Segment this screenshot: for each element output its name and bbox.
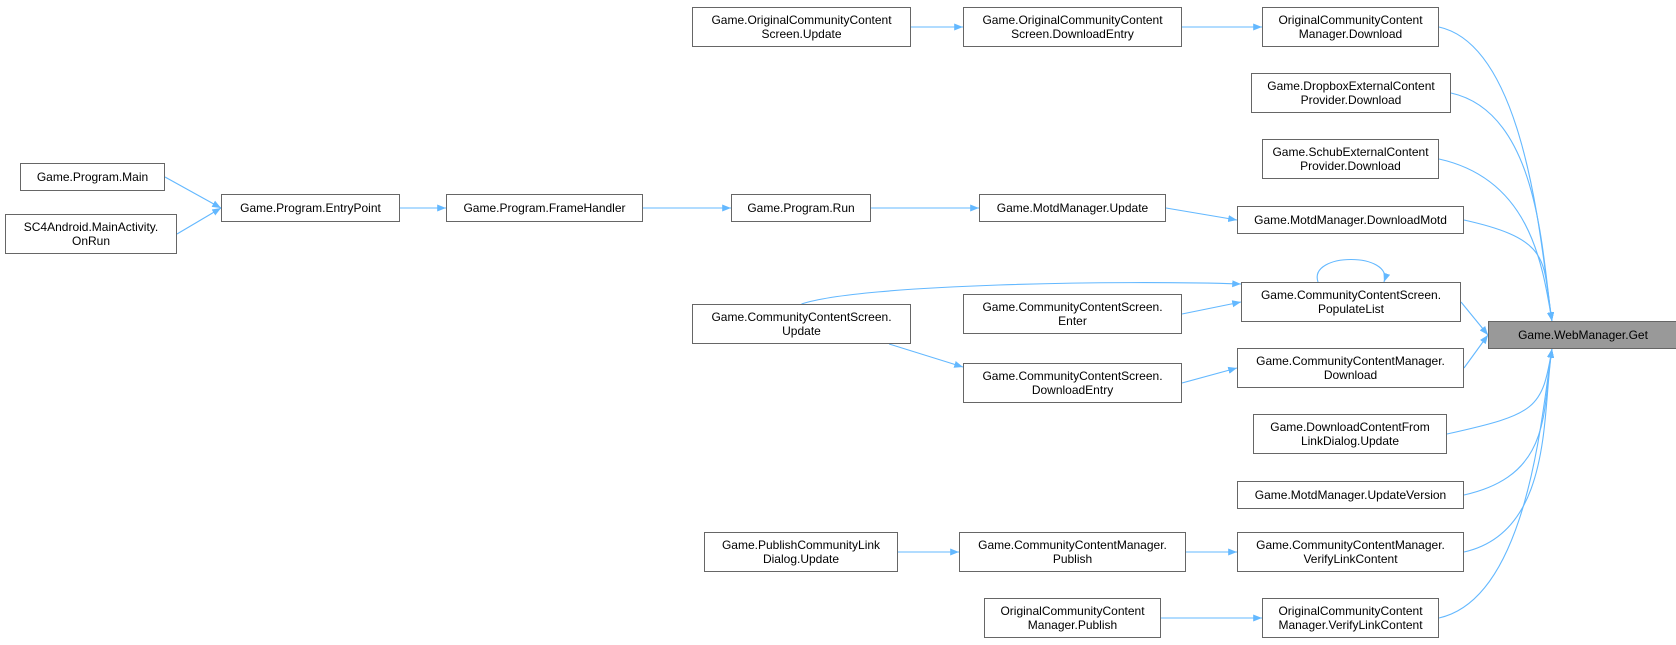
node-program-main[interactable]: Game.Program.Main	[20, 163, 165, 191]
node-program-framehandler[interactable]: Game.Program.FrameHandler	[446, 194, 643, 222]
node-label: Game.MotdManager.UpdateVersion	[1254, 488, 1447, 502]
node-label: DownloadEntry	[1031, 383, 1114, 397]
node-label: Game.Program.Run	[747, 201, 855, 215]
node-label: OriginalCommunityContent	[1278, 13, 1423, 27]
node-label: Game.PublishCommunityLink	[721, 538, 881, 552]
node-label: Game.CommunityContentScreen.	[982, 300, 1163, 314]
call-edge	[164, 176, 222, 209]
node-label: Game.CommunityContentScreen.	[982, 369, 1163, 383]
node-program-entrypoint[interactable]: Game.Program.EntryPoint	[221, 194, 400, 222]
node-ccs-populatelist[interactable]: Game.CommunityContentScreen. PopulateLis…	[1241, 282, 1461, 322]
node-ccm-publish[interactable]: Game.CommunityContentManager. Publish	[959, 532, 1186, 572]
node-label: Game.CommunityContentManager.	[978, 538, 1167, 552]
call-edge	[1181, 366, 1238, 384]
node-label: Game.OriginalCommunityContent	[711, 13, 892, 27]
node-publishlink-update[interactable]: Game.PublishCommunityLink Dialog.Update	[704, 532, 898, 572]
node-label: LinkDialog.Update	[1300, 434, 1400, 448]
call-edge	[1438, 348, 1555, 619]
node-label: Game.SchubExternalContent	[1272, 145, 1429, 159]
node-label: Game.DropboxExternalContent	[1267, 79, 1435, 93]
node-label: Game.OriginalCommunityContent	[982, 13, 1163, 27]
node-label: Download	[1323, 368, 1378, 382]
node-label: Game.CommunityContentScreen.	[1260, 288, 1442, 302]
node-ccs-enter[interactable]: Game.CommunityContentScreen. Enter	[963, 294, 1182, 334]
call-edge	[1438, 26, 1555, 322]
node-ccm-download[interactable]: Game.CommunityContentManager. Download	[1237, 348, 1464, 388]
call-edge	[888, 343, 964, 368]
node-android-onrun[interactable]: SC4Android.MainActivity. OnRun	[5, 214, 177, 254]
node-label: Game.Program.Main	[36, 170, 149, 184]
call-edge	[1446, 348, 1555, 435]
node-label: Game.Program.EntryPoint	[240, 201, 381, 215]
node-label: Update	[782, 324, 821, 338]
node-ccs-update[interactable]: Game.CommunityContentScreen. Update	[692, 304, 911, 344]
call-edge	[1463, 348, 1555, 553]
node-label: VerifyLinkContent	[1303, 552, 1398, 566]
node-schub-download[interactable]: Game.SchubExternalContent Provider.Downl…	[1262, 139, 1439, 179]
call-edge	[1460, 301, 1489, 336]
call-edge	[1463, 348, 1555, 496]
node-occs-update[interactable]: Game.OriginalCommunityContent Screen.Upd…	[692, 7, 911, 47]
node-label: Provider.Download	[1300, 93, 1402, 107]
node-label: Game.DownloadContentFrom	[1270, 420, 1430, 434]
call-edge	[801, 280, 1242, 305]
call-edge	[1181, 300, 1242, 315]
node-label: Provider.Download	[1300, 159, 1401, 173]
call-edge	[1165, 207, 1238, 223]
node-label: Game.Program.FrameHandler	[463, 201, 626, 215]
call-edge	[1450, 92, 1555, 322]
node-program-run[interactable]: Game.Program.Run	[731, 194, 871, 222]
node-label: Dialog.Update	[762, 552, 840, 566]
node-ccs-downloadentry[interactable]: Game.CommunityContentScreen. DownloadEnt…	[963, 363, 1182, 403]
node-label: Manager.Download	[1298, 27, 1403, 41]
node-occs-downloadentry[interactable]: Game.OriginalCommunityContent Screen.Dow…	[963, 7, 1182, 47]
node-dlcontent-update[interactable]: Game.DownloadContentFrom LinkDialog.Upda…	[1253, 414, 1447, 454]
node-occ-manager-download[interactable]: OriginalCommunityContent Manager.Downloa…	[1262, 7, 1439, 47]
call-edge	[176, 207, 222, 235]
node-ccm-verifylink[interactable]: Game.CommunityContentManager. VerifyLink…	[1237, 532, 1464, 572]
node-label: Screen.DownloadEntry	[1011, 27, 1134, 41]
node-motd-updateversion[interactable]: Game.MotdManager.UpdateVersion	[1237, 481, 1464, 509]
node-motd-downloadmotd[interactable]: Game.MotdManager.DownloadMotd	[1237, 206, 1464, 234]
node-label: PopulateList	[1317, 302, 1385, 316]
node-label: Game.CommunityContentManager.	[1256, 538, 1445, 552]
node-motd-update[interactable]: Game.MotdManager.Update	[979, 194, 1166, 222]
node-occ-manager-verify[interactable]: OriginalCommunityContent Manager.VerifyL…	[1262, 598, 1439, 638]
node-label: Game.WebManager.Get	[1518, 328, 1648, 342]
node-label: Game.CommunityContentScreen.	[711, 310, 892, 324]
call-edge	[1316, 259, 1391, 283]
node-label: Screen.Update	[761, 27, 842, 41]
node-label: OriginalCommunityContent	[1278, 604, 1423, 618]
call-edge	[1463, 334, 1489, 369]
node-label: OriginalCommunityContent	[1000, 604, 1145, 618]
call-edge	[1438, 158, 1555, 322]
call-edge	[1463, 219, 1555, 322]
node-label: SC4Android.MainActivity.	[23, 220, 159, 234]
node-label: Game.MotdManager.Update	[996, 201, 1149, 215]
node-label: Manager.Publish	[1027, 618, 1118, 632]
node-label: Game.MotdManager.DownloadMotd	[1254, 213, 1447, 227]
node-label: Manager.VerifyLinkContent	[1278, 618, 1423, 632]
node-label: Publish	[1052, 552, 1093, 566]
node-webmanager-get[interactable]: Game.WebManager.Get	[1488, 321, 1676, 349]
node-label: OnRun	[71, 234, 111, 248]
node-label: Game.CommunityContentManager.	[1256, 354, 1445, 368]
node-occ-manager-publish[interactable]: OriginalCommunityContent Manager.Publish	[984, 598, 1161, 638]
node-label: Enter	[1058, 314, 1087, 328]
node-dropbox-download[interactable]: Game.DropboxExternalContent Provider.Dow…	[1251, 73, 1451, 113]
